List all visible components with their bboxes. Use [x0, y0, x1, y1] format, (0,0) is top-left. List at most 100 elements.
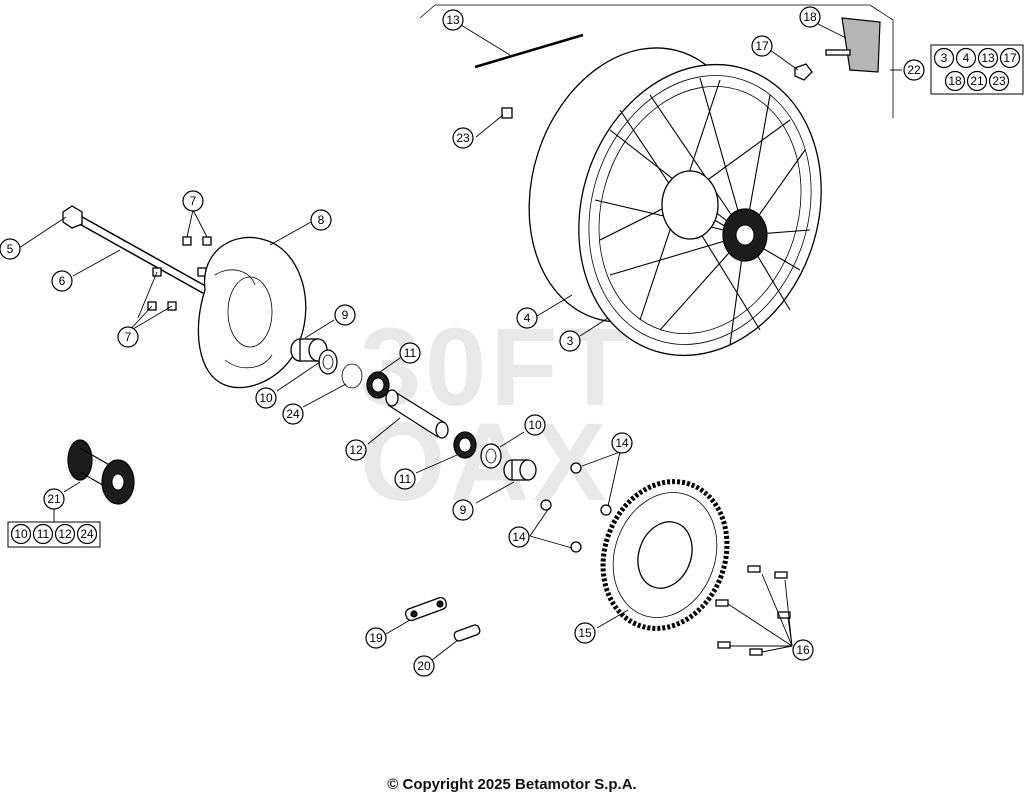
callout-6: 6: [51, 270, 73, 292]
svg-text:14: 14: [512, 530, 526, 544]
callout-3: 3: [559, 330, 581, 352]
copyright-notice: © Copyright 2025 Betamotor S.p.A.: [387, 776, 637, 793]
svg-text:7: 7: [125, 330, 132, 344]
callout-10-left: 10: [255, 387, 277, 409]
callout-8: 8: [310, 209, 332, 231]
callout-7-bottom: 7: [117, 326, 139, 348]
callout-17: 17: [751, 35, 773, 57]
callout-14-top: 14: [611, 432, 633, 454]
callout-21: 21: [43, 488, 65, 510]
callout-13: 13: [442, 9, 464, 31]
sprocket-nuts: [540, 462, 612, 553]
svg-text:23: 23: [456, 131, 470, 145]
axle: [62, 205, 208, 294]
kit-22-item: 3: [933, 47, 955, 69]
callout-9-right: 9: [452, 499, 474, 521]
rim-lock: [794, 17, 881, 81]
rim-inner: [588, 75, 812, 345]
svg-text:23: 23: [992, 74, 1006, 88]
svg-text:21: 21: [970, 74, 984, 88]
svg-text:11: 11: [404, 346, 417, 360]
svg-text:17: 17: [1003, 51, 1017, 65]
svg-text:9: 9: [460, 503, 467, 517]
svg-text:8: 8: [318, 213, 325, 227]
left-bearing-set: [290, 338, 390, 399]
callout-7-top: 7: [182, 190, 204, 212]
svg-text:21: 21: [47, 492, 61, 506]
callout-5: 5: [0, 238, 21, 260]
svg-text:10: 10: [14, 527, 28, 541]
svg-text:19: 19: [369, 631, 383, 645]
svg-text:22: 22: [907, 63, 921, 77]
callout-22: 22: [903, 59, 925, 81]
callout-11-left: 11: [399, 342, 421, 364]
svg-text:4: 4: [963, 51, 970, 65]
kit-22-item: 23: [988, 70, 1010, 92]
callout-19: 19: [365, 627, 387, 649]
callout-4: 4: [516, 307, 538, 329]
kit-21-items: 10 11 12 24: [10, 523, 98, 545]
callout-15: 15: [574, 622, 596, 644]
callout-11-right: 11: [394, 468, 416, 490]
sprocket: [600, 479, 730, 631]
callout-18: 18: [799, 6, 821, 28]
svg-text:15: 15: [578, 626, 592, 640]
hub-bore: [735, 224, 755, 246]
kit-21-item: 10: [10, 523, 32, 545]
callout-12: 12: [345, 439, 367, 461]
kit-21-item: 12: [54, 523, 76, 545]
svg-text:18: 18: [948, 74, 962, 88]
spoke-part: [474, 33, 584, 69]
svg-text:3: 3: [567, 334, 574, 348]
chain-clip: [453, 624, 481, 642]
svg-text:11: 11: [399, 472, 412, 486]
callout-20: 20: [413, 655, 435, 677]
svg-text:18: 18: [803, 10, 817, 24]
callout-14-bottom: 14: [508, 526, 530, 548]
hub-assembly: [67, 439, 135, 505]
kit-frame-line: [419, 4, 894, 118]
svg-text:7: 7: [190, 194, 197, 208]
svg-text:12: 12: [58, 527, 72, 541]
kit-21-item: 24: [76, 523, 98, 545]
kit-22-item: 18: [944, 70, 966, 92]
wheel-assembly: [528, 47, 822, 357]
kit-22-item: 4: [955, 47, 977, 69]
svg-text:20: 20: [417, 659, 431, 673]
right-bearing-set: [453, 431, 537, 481]
svg-text:9: 9: [342, 308, 349, 322]
hub-body: [661, 170, 719, 240]
svg-text:14: 14: [615, 436, 629, 450]
svg-text:16: 16: [796, 643, 810, 657]
kit-22-item: 13: [977, 47, 999, 69]
watermark-line-1: 30FT: [360, 306, 633, 429]
svg-text:13: 13: [446, 13, 460, 27]
leader-lines: [18, 23, 847, 661]
svg-text:17: 17: [755, 39, 769, 53]
sprocket-screws: [715, 565, 791, 656]
svg-text:10: 10: [259, 391, 273, 405]
kit-22-item: 21: [966, 70, 988, 92]
svg-text:5: 5: [7, 242, 14, 256]
callout-23: 23: [452, 127, 474, 149]
svg-text:24: 24: [80, 527, 94, 541]
svg-text:10: 10: [528, 418, 542, 432]
kit-21-item: 11: [32, 523, 54, 545]
svg-text:4: 4: [524, 311, 531, 325]
kit-22-items: 3 4 13 17 18 21 23: [933, 47, 1021, 92]
svg-text:3: 3: [941, 51, 948, 65]
kit-22-item: 17: [999, 47, 1021, 69]
brake-disc: [197, 236, 307, 389]
chain-link: [404, 596, 448, 622]
axle-nut: [62, 205, 83, 229]
valve-nut: [501, 107, 513, 119]
rim-inner-2: [598, 85, 802, 335]
callout-9-left: 9: [334, 304, 356, 326]
spacer-tube: [385, 389, 449, 439]
rim-lock-nut: [794, 63, 813, 81]
svg-text:12: 12: [349, 443, 363, 457]
svg-text:11: 11: [37, 527, 50, 541]
callout-24: 24: [282, 403, 304, 425]
svg-text:13: 13: [981, 51, 995, 65]
